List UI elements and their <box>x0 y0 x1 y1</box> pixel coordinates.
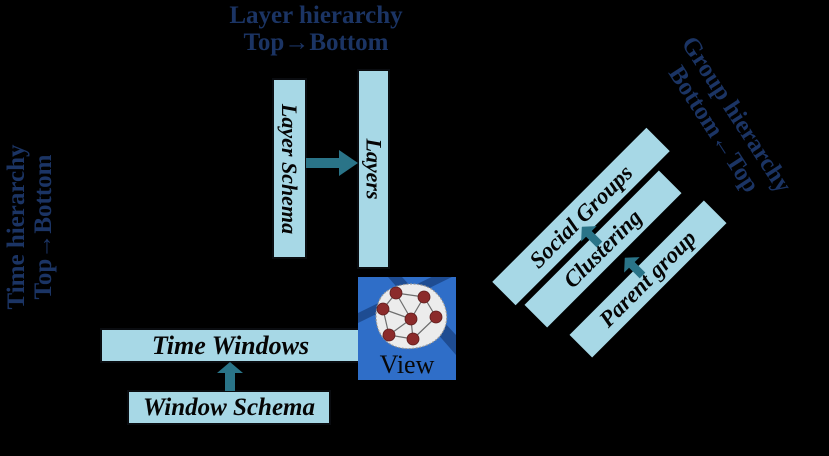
caption-time-hierarchy-line1: Time hierarchy <box>3 144 30 310</box>
arrow-window-schema-to-time-windows <box>217 362 243 391</box>
arrow-parent-group-to-clustering <box>624 257 646 279</box>
arrow-clustering-to-social-groups <box>581 226 603 248</box>
box-window-schema-label: Window Schema <box>142 393 316 421</box>
caption-layer-hierarchy-line1: Layer hierarchy <box>229 2 403 29</box>
box-layer-schema-label: Layer Schema <box>277 103 303 234</box>
arrow-layer-schema-to-layers <box>306 150 358 176</box>
caption-time-hierarchy-line2: Top→Bottom <box>30 154 57 300</box>
box-view[interactable]: View <box>358 277 456 380</box>
caption-layer-hierarchy-line2: Top→Bottom <box>243 29 389 56</box>
box-layer-schema[interactable]: Layer Schema <box>272 78 307 259</box>
box-layers-label: Layers <box>361 138 387 200</box>
box-time-windows-label: Time Windows <box>151 330 310 360</box>
caption-layer-hierarchy: Layer hierarchy Top→Bottom <box>216 2 416 56</box>
box-window-schema[interactable]: Window Schema <box>127 390 331 425</box>
view-graph-illustration <box>358 277 456 355</box>
caption-time-hierarchy: Time hierarchy Top→Bottom <box>3 117 57 337</box>
box-view-label: View <box>379 350 435 379</box>
box-time-windows[interactable]: Time Windows <box>100 328 361 363</box>
box-layers[interactable]: Layers <box>357 69 390 269</box>
